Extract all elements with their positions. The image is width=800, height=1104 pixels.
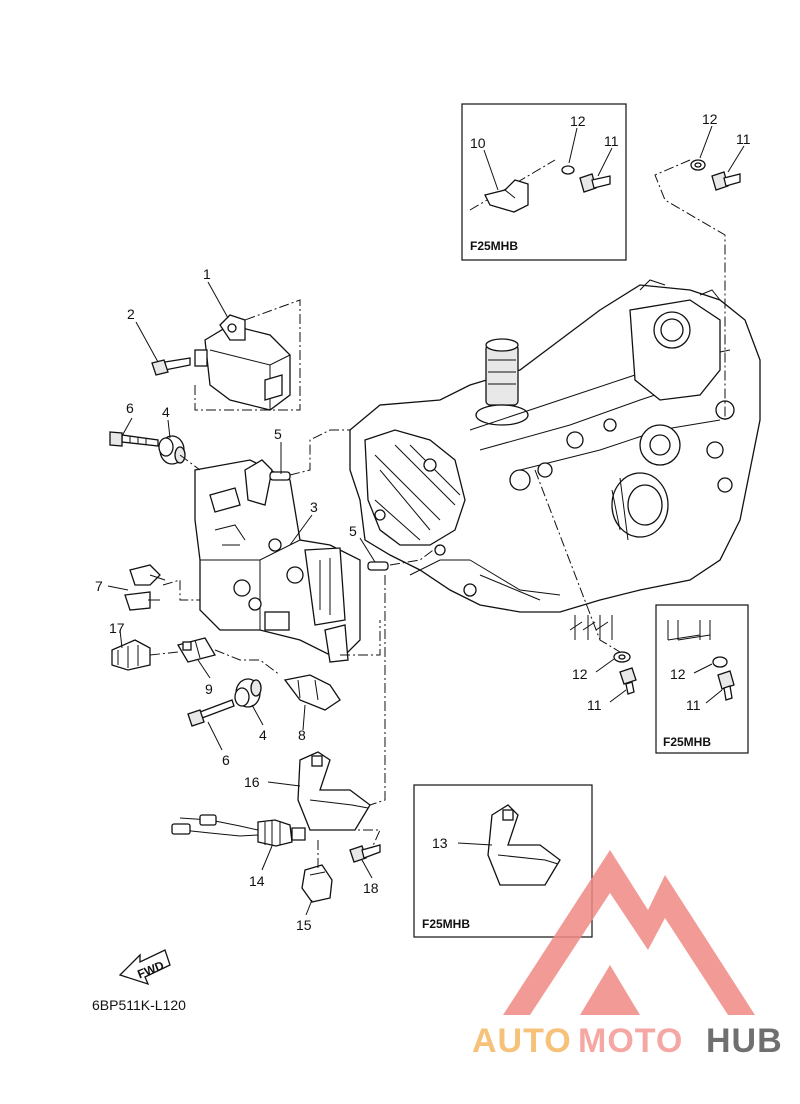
bolt-11-engine xyxy=(619,667,637,695)
callout-6: 6 xyxy=(126,400,134,416)
inset-right xyxy=(655,604,749,754)
cdi-unit xyxy=(194,314,291,411)
callout-18: 18 xyxy=(363,880,379,896)
callout-11: 11 xyxy=(587,697,602,713)
engine-block xyxy=(349,279,761,640)
callout-12: 12 xyxy=(670,666,686,682)
clip-9 xyxy=(177,637,216,663)
callout-16: 16 xyxy=(244,774,260,790)
fwd-arrow-icon: FWD xyxy=(118,949,171,986)
figure-code: 6BP511K-L120 xyxy=(92,997,186,1013)
callout-6: 6 xyxy=(222,752,230,768)
callout-4: 4 xyxy=(162,404,170,420)
svg-text:AUTO: AUTO xyxy=(472,1022,572,1060)
inset-bottom-label: F25MHB xyxy=(422,917,470,931)
callout-12: 12 xyxy=(572,666,588,682)
sensor-14 xyxy=(171,814,306,847)
callout-11: 11 xyxy=(604,133,619,149)
pin-5-top xyxy=(269,471,291,481)
callout-4: 4 xyxy=(259,727,267,743)
callout-14: 14 xyxy=(249,873,265,889)
bolt-18 xyxy=(349,844,381,863)
svg-text:MOTO: MOTO xyxy=(578,1022,683,1060)
watermark-logo-icon xyxy=(503,850,755,1015)
bracket-16 xyxy=(297,751,371,831)
callout-11: 11 xyxy=(686,697,701,713)
callout-5: 5 xyxy=(349,523,357,539)
callout-5: 5 xyxy=(274,426,282,442)
inset-bottom xyxy=(413,784,593,938)
watermark-text: AUTO MOTO HUB xyxy=(472,1022,783,1060)
inset-top-label: F25MHB xyxy=(470,239,518,253)
grommet-4-top xyxy=(158,435,186,465)
pin-5-mid xyxy=(367,561,389,571)
callout-3: 3 xyxy=(310,499,318,515)
bolt-11-top-right xyxy=(711,171,741,191)
washer-12-top-right xyxy=(690,159,706,171)
callout-7: 7 xyxy=(95,578,103,594)
leader-lines xyxy=(107,125,745,916)
callout-1: 1 xyxy=(203,266,211,282)
callout-12: 12 xyxy=(702,111,718,127)
callout-2: 2 xyxy=(127,306,135,322)
bolt-6-top xyxy=(109,431,159,447)
bolt-2 xyxy=(151,357,191,376)
callout-12: 12 xyxy=(570,113,586,129)
svg-text:HUB: HUB xyxy=(706,1022,783,1060)
washer-12-engine xyxy=(613,651,631,663)
callout-8: 8 xyxy=(298,727,306,743)
callout-17: 17 xyxy=(109,620,125,636)
bracket-3 xyxy=(194,459,361,663)
callout-15: 15 xyxy=(296,917,312,933)
callout-9: 9 xyxy=(205,681,213,697)
clamp-7 xyxy=(124,564,166,611)
holder-17 xyxy=(111,639,151,671)
inset-top xyxy=(461,103,627,261)
clip-15 xyxy=(301,864,333,903)
bolt-6-bottom xyxy=(187,699,235,727)
inset-right-label: F25MHB xyxy=(663,735,711,749)
callout-10: 10 xyxy=(470,135,486,151)
callout-11: 11 xyxy=(736,131,751,147)
grommet-4-bottom xyxy=(234,678,262,708)
callouts: 1 2 6 4 5 3 5 7 17 9 4 8 6 16 14 18 15 1… xyxy=(95,111,751,933)
callout-13: 13 xyxy=(432,835,448,851)
clamp-8 xyxy=(283,674,341,711)
